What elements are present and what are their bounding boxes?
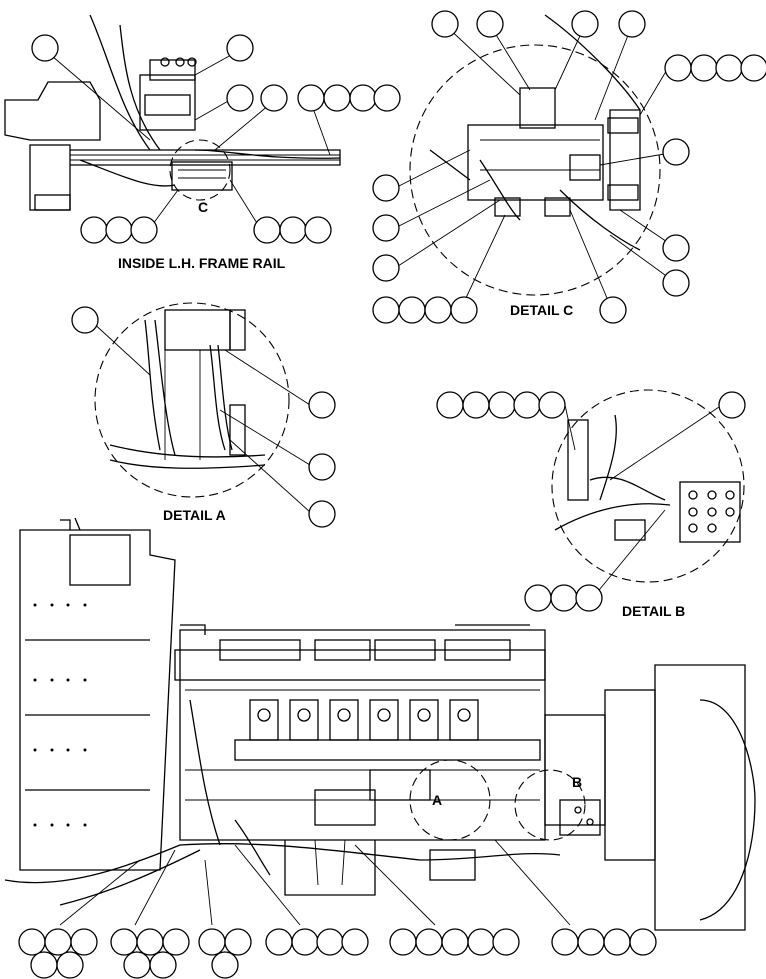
frame-rail-marker-c: C	[198, 199, 208, 215]
engine-balloons	[18, 928, 657, 979]
detail-b-view	[551, 389, 745, 596]
detail-a-caption: DETAIL A	[163, 507, 226, 523]
engine-marker-a: A	[432, 792, 442, 808]
detail-b-balloons	[436, 391, 746, 612]
frame-rail-balloons	[31, 34, 401, 244]
detail-c-caption: DETAIL C	[510, 302, 573, 318]
detail-c-view	[394, 14, 677, 311]
engine-view: A B	[4, 517, 756, 931]
detail-a-balloons	[71, 306, 336, 528]
frame-rail-caption: INSIDE L.H. FRAME RAIL	[118, 255, 286, 271]
detail-c-balloons	[372, 10, 766, 324]
cylinder-row	[249, 699, 479, 741]
engine-marker-b: B	[572, 774, 582, 790]
detail-a-view	[89, 302, 311, 513]
detail-b-caption: DETAIL B	[622, 603, 685, 619]
